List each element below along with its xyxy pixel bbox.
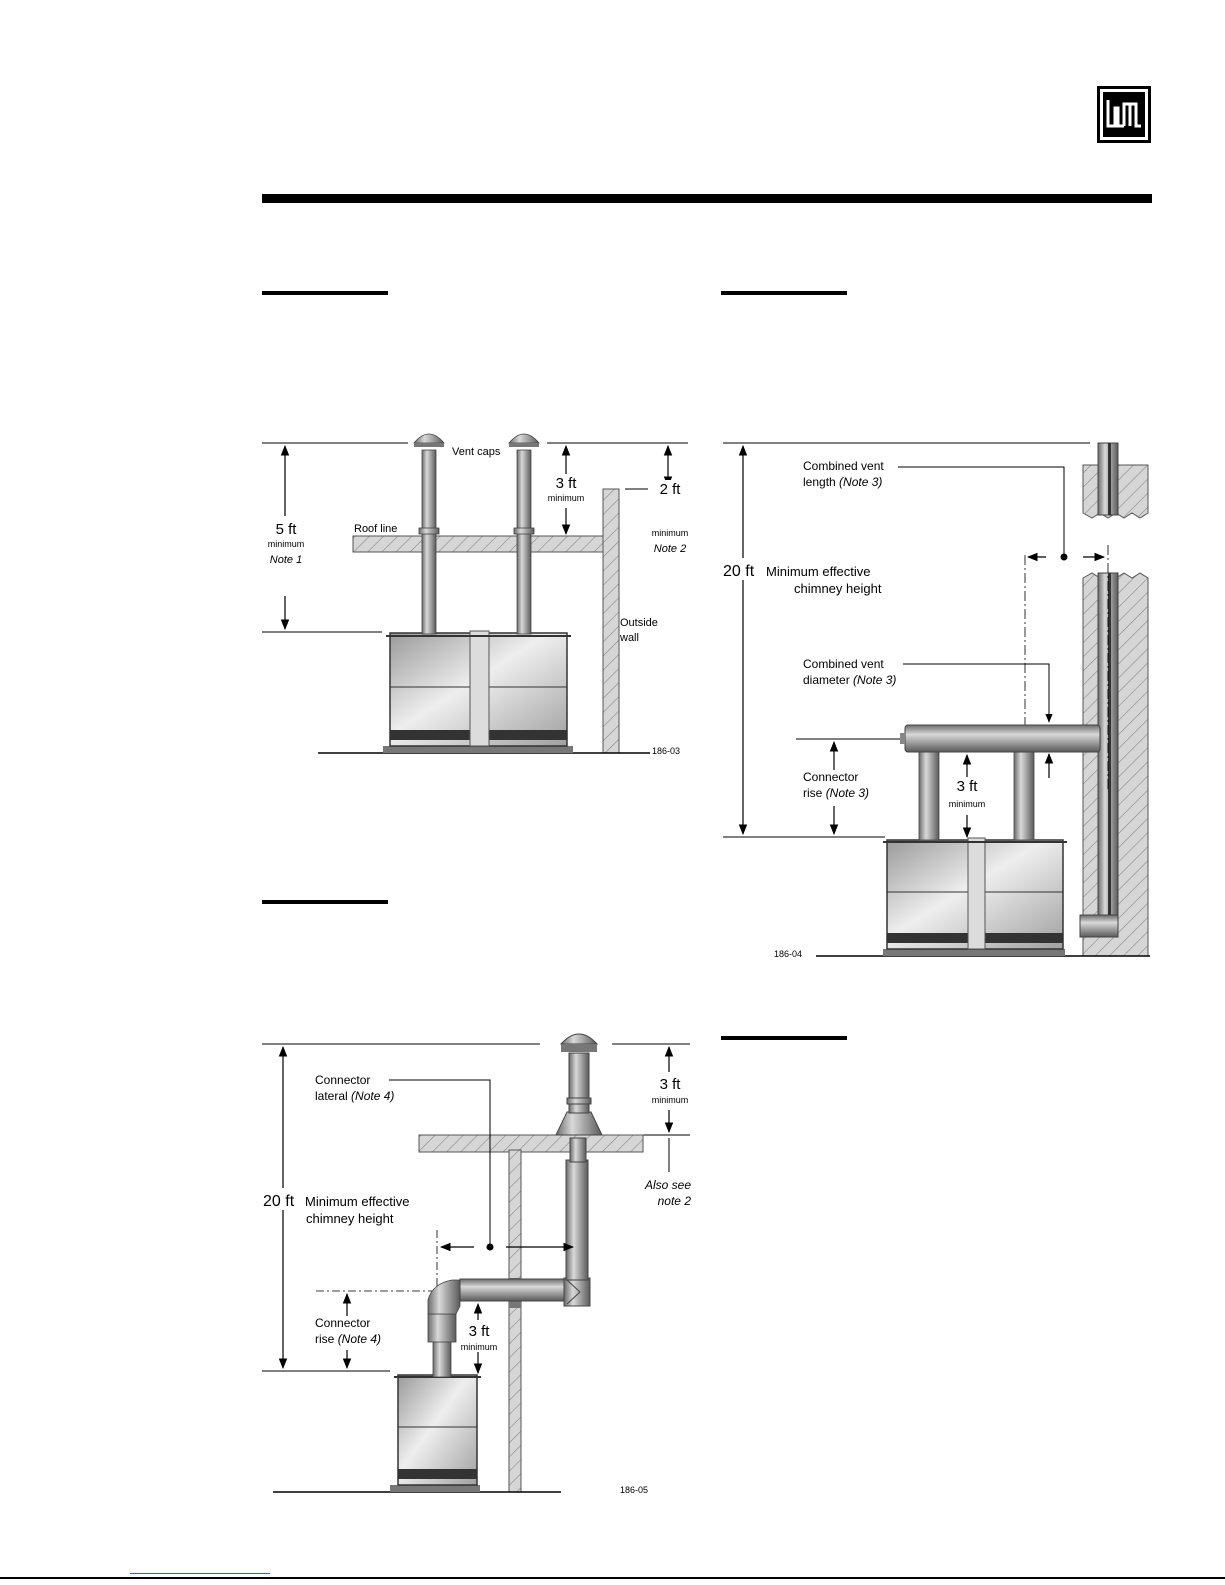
fig2-comb-len-2: length (Note 3) xyxy=(803,475,882,489)
fig3-3ft-rise-min: minimum xyxy=(461,1342,498,1352)
fig3-20ft: 20 ft xyxy=(263,1193,295,1210)
footer-rule xyxy=(0,1577,1225,1579)
outside-wall-hatch xyxy=(602,488,620,754)
fig1-2ft-note: Note 2 xyxy=(654,543,686,555)
figure-1: 5 ft minimum Note 1 Vent caps Roof line … xyxy=(262,433,689,756)
vent-pipe-left xyxy=(413,433,445,635)
fig1-5ft-note: Note 1 xyxy=(270,554,302,566)
fig3-3ft-top: 3 ft xyxy=(660,1076,682,1093)
fig2-conn-rise-2: rise (Note 3) xyxy=(803,786,869,800)
boiler-pair xyxy=(386,630,571,747)
fig3-rise-2: rise (Note 4) xyxy=(315,1332,381,1346)
fig3-id: 186-05 xyxy=(620,1485,648,1495)
fig1-vent-caps: Vent caps xyxy=(452,446,501,458)
fig2-3ft-min: minimum xyxy=(949,799,986,809)
fig3-lat-2: lateral (Note 4) xyxy=(315,1089,394,1103)
combined-vent-header xyxy=(904,724,1101,753)
roof-hatch-3 xyxy=(418,1134,644,1153)
section-rule-2 xyxy=(721,291,847,295)
fig3-also-see-2: note 2 xyxy=(658,1194,692,1208)
fig1-5ft-min: minimum xyxy=(268,539,305,549)
fig2-min-eff-2: chimney height xyxy=(794,581,882,596)
fig3-lat-1: Connector xyxy=(315,1073,370,1087)
fig2-comb-diam-1: Combined vent xyxy=(803,657,884,671)
fig2-3ft: 3 ft xyxy=(957,778,979,795)
fig3-rise-1: Connector xyxy=(315,1316,370,1330)
roof-line-hatch xyxy=(352,535,606,553)
boiler-single xyxy=(394,1374,481,1486)
fig3-min-eff-1: Minimum effective xyxy=(305,1194,410,1209)
fig2-comb-len-1: Combined vent xyxy=(803,459,884,473)
wall-hatch-3 xyxy=(508,1149,522,1493)
fig1-outside-2: wall xyxy=(619,632,639,644)
fig3-also-see-1: Also see xyxy=(644,1178,691,1192)
fig3-3ft-rise: 3 ft xyxy=(469,1323,491,1340)
fig3-min-eff-2: chimney height xyxy=(306,1211,394,1226)
fig2-20ft: 20 ft xyxy=(723,563,755,580)
vent-pipe-right xyxy=(508,433,540,635)
fig1-outside-1: Outside xyxy=(620,617,658,629)
fig1-2ft-min: minimum xyxy=(652,528,689,538)
fig1-roof-line: Roof line xyxy=(354,523,397,535)
page-link-underline[interactable] xyxy=(130,1573,270,1574)
section-rule-4 xyxy=(721,1036,847,1040)
fig1-3ft-min: minimum xyxy=(548,493,585,503)
wm-logo: WM xyxy=(1097,86,1151,143)
fig3-3ft-top-min: minimum xyxy=(652,1095,689,1105)
section-rule-1 xyxy=(262,291,388,295)
header-rule xyxy=(262,194,1152,203)
vent-pipe-3 xyxy=(565,1159,589,1281)
figure-2: 20 ft Minimum effective chimney height C… xyxy=(721,442,1150,959)
fig2-conn-rise-1: Connector xyxy=(803,770,858,784)
fig1-3ft: 3 ft xyxy=(556,475,578,492)
fig2-comb-diam-2: diameter (Note 3) xyxy=(803,673,896,687)
fig1-5ft: 5 ft xyxy=(276,521,298,538)
boiler-pair-2 xyxy=(883,837,1067,950)
figure-3: 20 ft Minimum effective chimney height C… xyxy=(261,1033,692,1495)
fig2-min-eff-1: Minimum effective xyxy=(766,564,871,579)
fig1-2ft: 2 ft xyxy=(660,481,682,498)
fig2-id: 186-04 xyxy=(774,949,802,959)
fig1-id: 186-03 xyxy=(652,746,680,756)
section-rule-3 xyxy=(262,900,388,904)
